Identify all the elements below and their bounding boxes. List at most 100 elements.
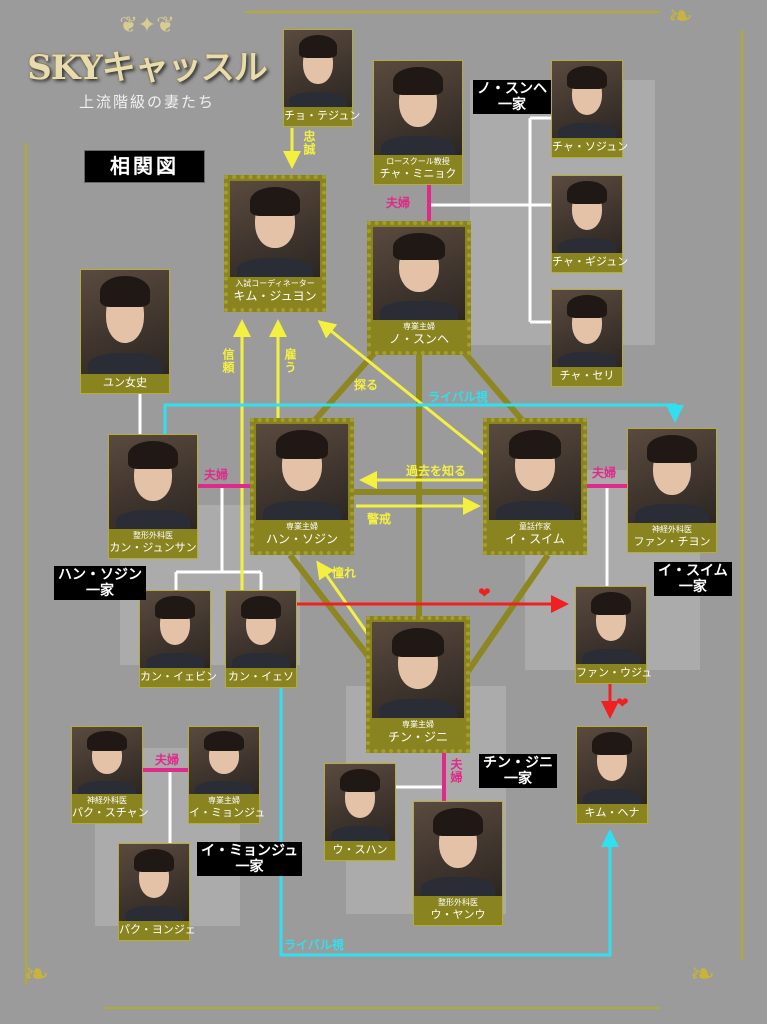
- portrait-photo: [552, 176, 622, 253]
- portrait-photo: [230, 181, 320, 277]
- family-tree-lines: [138, 116, 609, 843]
- character-card: 神経外科医パク・スチャン: [71, 726, 149, 824]
- character-card: ロースクール教授チャ・ミニョク: [373, 60, 463, 185]
- character-card: チャ・セリ: [551, 289, 623, 387]
- label-probe: 探る: [354, 378, 379, 392]
- character-card: 神経外科医ファン・チヨン: [627, 428, 717, 553]
- chart-label: 相関図: [84, 150, 205, 183]
- portrait-photo: [189, 727, 259, 794]
- label-hire: 雇う: [283, 348, 297, 374]
- corner-ornament-icon: ❧: [690, 957, 716, 992]
- character-card: 専業主婦ハン・ソジン: [250, 418, 354, 555]
- portrait-photo: [372, 622, 464, 718]
- heart-icon: ❤: [616, 694, 629, 712]
- rival-arrow-bottom: [279, 688, 619, 957]
- character-role: 童話作家: [519, 522, 551, 531]
- character-name: チョ・テジュン: [284, 109, 361, 122]
- character-card: 専業主婦チン・ジニ: [366, 616, 470, 753]
- portrait-photo: [628, 429, 716, 523]
- portrait-photo: [256, 424, 348, 520]
- character-role: ロースクール教授: [386, 157, 450, 166]
- portrait-photo: [552, 290, 622, 367]
- character-card: 入試コーディネーターキム・ジュヨン: [224, 175, 326, 312]
- label-wary: 警戒: [367, 512, 392, 526]
- couple-lines: [143, 185, 627, 801]
- portrait-photo: [119, 844, 189, 921]
- family-label-jin: チン・ジニ一家: [479, 754, 557, 788]
- character-name: チン・ジニ: [387, 730, 448, 744]
- character-name: ファン・ウジュ: [576, 666, 653, 679]
- character-role: 整形外科医: [438, 898, 478, 907]
- character-role: 神経外科医: [87, 796, 127, 805]
- character-name: ファン・チヨン: [633, 535, 711, 548]
- character-card: 整形外科医カン・ジュンサン: [108, 434, 198, 559]
- label-rival-bottom: ライバル視: [284, 938, 344, 952]
- portrait-photo: [414, 802, 502, 896]
- character-name: ウ・ヤンウ: [430, 908, 486, 921]
- portrait-photo: [81, 270, 169, 374]
- portrait-photo: [72, 727, 142, 794]
- character-card: ユン女史: [80, 269, 170, 394]
- corner-ornament-icon: ❧: [24, 957, 50, 992]
- family-label-lee-myungju: イ・ミョンジュ一家: [197, 842, 303, 876]
- label-trust: 信頼: [221, 348, 235, 374]
- character-name: ウ・スハン: [332, 843, 388, 856]
- character-card: チョ・テジュン: [283, 29, 361, 127]
- rival-arrow-top: [163, 403, 684, 434]
- character-card: カン・イェビン: [139, 590, 217, 688]
- logo-title: SKYキャッスル: [27, 48, 267, 88]
- character-card: カン・イェソ: [225, 590, 297, 688]
- portrait-photo: [552, 61, 622, 138]
- character-card: パク・ヨンジェ: [118, 843, 196, 941]
- character-card: ファン・ウジュ: [575, 586, 653, 684]
- label-rival-top: ライバル視: [428, 390, 488, 404]
- character-name: パク・スチャン: [72, 806, 149, 819]
- character-card: ウ・スハン: [324, 763, 396, 861]
- label-couple-hwang: 夫婦: [592, 466, 617, 480]
- character-name: イ・スイム: [505, 532, 565, 546]
- character-name: イ・ミョンジュ: [189, 806, 266, 819]
- character-name: ノ・スンヘ: [388, 332, 449, 346]
- corner-ornament-icon: ❧: [668, 0, 694, 34]
- label-couple-cha: 夫婦: [386, 196, 411, 210]
- character-card: 専業主婦ノ・スンヘ: [367, 221, 471, 355]
- portrait-photo: [373, 227, 465, 320]
- character-name: カン・イェビン: [140, 670, 217, 683]
- label-couple-park: 夫婦: [155, 753, 180, 767]
- character-role: 神経外科医: [652, 525, 692, 534]
- character-card: チャ・ソジュン: [551, 60, 628, 158]
- character-name: チャ・セリ: [559, 369, 615, 382]
- character-role: 入試コーディネーター: [235, 279, 315, 288]
- character-name: チャ・ミニョク: [379, 167, 457, 180]
- character-name: キム・ジュヨン: [233, 289, 317, 303]
- character-name: カン・イェソ: [228, 670, 294, 683]
- label-couple-kang: 夫婦: [204, 468, 229, 482]
- probe-arrow: [317, 320, 486, 457]
- portrait-photo: [489, 424, 581, 520]
- crown-ornament-icon: ❦✦❦: [119, 13, 175, 38]
- portrait-photo: [109, 435, 197, 529]
- label-loyalty: 忠誠: [302, 130, 316, 156]
- portrait-photo: [140, 591, 210, 668]
- portrait-photo: [226, 591, 296, 668]
- character-name: キム・ヘナ: [584, 806, 640, 819]
- character-role: 専業主婦: [403, 322, 435, 331]
- family-label-noh: ノ・スンヘ一家: [473, 80, 551, 114]
- character-card: 童話作家イ・スイム: [483, 418, 587, 555]
- portrait-photo: [325, 764, 395, 841]
- portrait-photo: [576, 587, 646, 664]
- portrait-photo: [374, 61, 462, 155]
- character-name: ハン・ソジン: [265, 532, 338, 546]
- character-role: 整形外科医: [133, 531, 173, 540]
- character-name: ユン女史: [103, 376, 147, 389]
- portrait-photo: [284, 30, 352, 107]
- family-label-han: ハン・ソジン一家: [54, 566, 146, 600]
- character-role: 専業主婦: [286, 522, 318, 531]
- label-admire: 憧れ: [332, 566, 357, 580]
- character-name: カン・ジュンサン: [109, 541, 197, 554]
- character-card: 専業主婦イ・ミョンジュ: [188, 726, 266, 824]
- admire-arrow: [316, 560, 374, 641]
- character-role: 専業主婦: [402, 720, 434, 729]
- label-couple-woo: 夫婦: [449, 758, 463, 784]
